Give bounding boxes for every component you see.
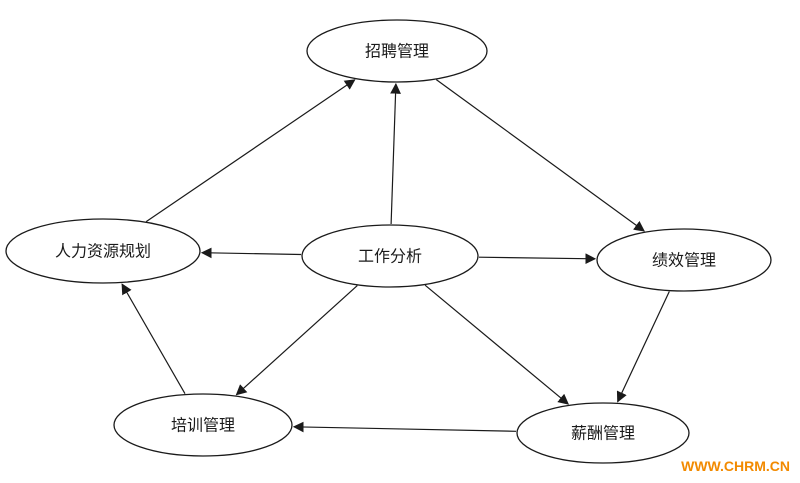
node-performance-shape (596, 228, 772, 292)
node-training-label: 培训管理 (171, 416, 235, 435)
edge-job-analysis-to-recruitment (390, 82, 401, 225)
node-job-analysis-label: 工作分析 (358, 247, 422, 266)
edge-job-analysis-to-training (235, 285, 358, 396)
node-recruitment-shape (306, 19, 488, 83)
edge-job-analysis-to-compensation (424, 284, 570, 405)
node-job-analysis-shape (301, 224, 479, 288)
node-training-shape (113, 393, 293, 457)
edge-job-analysis-to-performance (478, 253, 597, 265)
node-hr-planning: 人力资源规划 (5, 218, 201, 284)
node-recruitment-label: 招聘管理 (365, 42, 429, 61)
node-training: 培训管理 (113, 393, 293, 457)
node-hr-planning-shape (5, 218, 201, 284)
node-recruitment: 招聘管理 (306, 19, 488, 83)
edge-recruitment-to-performance (435, 79, 645, 232)
node-performance: 绩效管理 (596, 228, 772, 292)
edge-compensation-to-training (292, 421, 517, 433)
edge-performance-to-compensation (616, 291, 670, 403)
node-compensation-shape (516, 402, 690, 464)
watermark-text: WWW.CHRM.CN (681, 458, 790, 474)
node-compensation-label: 薪酬管理 (571, 424, 635, 443)
node-performance-label: 绩效管理 (652, 251, 716, 270)
edge-hr-planning-to-recruitment (145, 79, 356, 223)
edge-training-to-hr-planning (121, 283, 186, 394)
diagram-edges (121, 79, 670, 433)
edge-job-analysis-to-hr-planning (200, 247, 302, 259)
node-job-analysis: 工作分析 (301, 224, 479, 288)
node-hr-planning-label: 人力资源规划 (55, 242, 151, 261)
node-compensation: 薪酬管理 (516, 402, 690, 464)
